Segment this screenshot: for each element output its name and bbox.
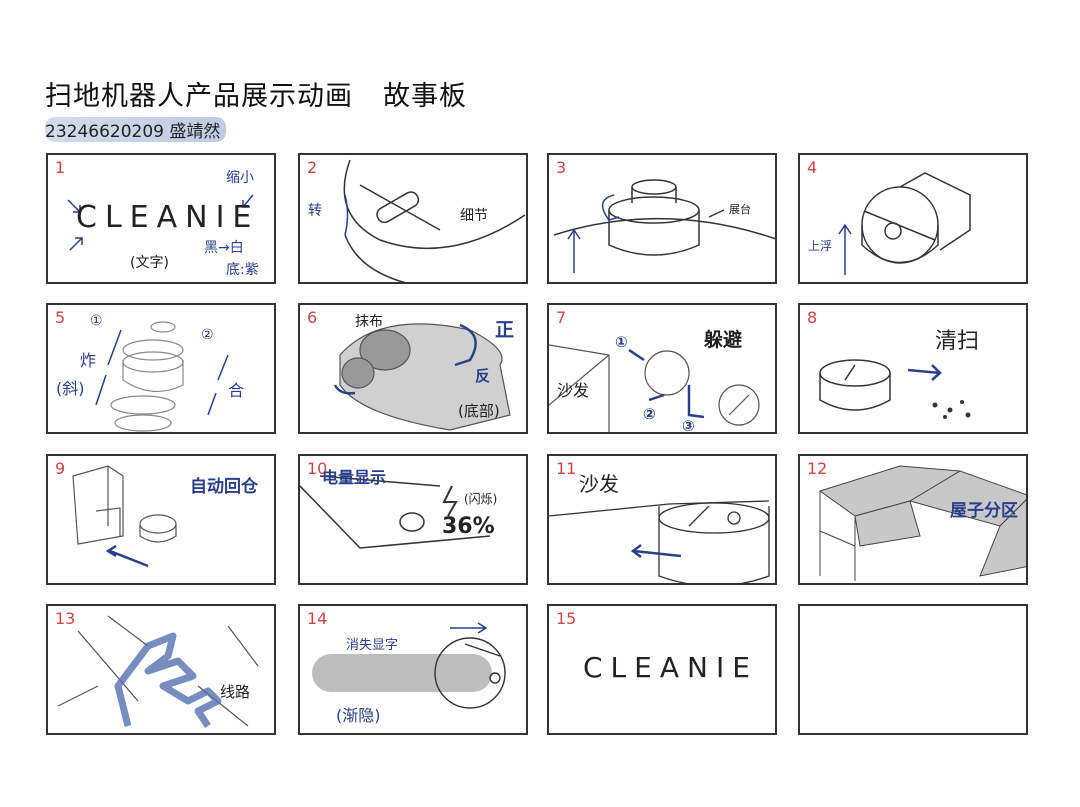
note: 自动回仓 (190, 477, 258, 497)
panel-number: 8 (807, 308, 818, 327)
note: 抹布 (355, 314, 383, 330)
room-zones-sketch (818, 465, 1026, 581)
exploded-view-sketch (95, 321, 229, 432)
note: (闪烁) (464, 492, 498, 506)
panel-number: 12 (807, 459, 828, 478)
note: 细节 (460, 208, 488, 224)
note: 上浮 (808, 239, 833, 253)
note: 屋子分区 (950, 501, 1018, 521)
panel-number: 11 (556, 459, 577, 478)
robot-tilted-sketch (838, 172, 971, 275)
docking-sketch (72, 465, 177, 568)
note: 线路 (220, 683, 251, 701)
panel-number: 4 (807, 158, 818, 177)
panel-number: 3 (556, 158, 567, 177)
note: 转 (308, 203, 322, 219)
panel-number: 14 (307, 609, 328, 628)
title-suffix: 故事板 (383, 81, 467, 112)
battery-display-sketch (300, 475, 491, 549)
note: ③ (682, 417, 695, 434)
storyboard-panel-14: 14 消失显字 (渐隐) (298, 604, 528, 735)
note: 36% (442, 514, 495, 539)
note: 消失显字 (346, 638, 399, 653)
note: (文字) (130, 255, 169, 271)
robot-closeup-sketch (343, 159, 526, 282)
panel-number: 5 (55, 308, 66, 327)
storyboard-panel-9: 9 自动回仓 (46, 454, 276, 585)
storyboard-panel-11: 11 沙发 (547, 454, 777, 585)
note: 清扫 (935, 329, 980, 354)
panel-number: 7 (556, 308, 567, 327)
note: 沙发 (557, 381, 590, 400)
storyboard-panel-6: 6 抹布 正 反 (底部) (298, 303, 528, 434)
storyboard-panel-4: 4 上浮 (798, 153, 1028, 284)
title-text: 扫地机器人产品展示动画 (45, 81, 353, 112)
note: (底部) (458, 402, 500, 420)
arrow-sketch (67, 194, 254, 251)
storyboard-panel-13: 13 线路 (46, 604, 276, 735)
under-sofa-sketch (549, 500, 770, 583)
storyboard-panel-8: 8 清扫 (798, 303, 1028, 434)
note: 炸 (80, 351, 97, 370)
author-line: 23246620209 盛靖然 (45, 117, 227, 142)
fade-out-sketch (312, 622, 506, 709)
note: 底:紫 (226, 262, 259, 278)
storyboard-panel-1: 1 CLEANIE 缩小 (文字) 黑→白 底:紫 (46, 153, 276, 284)
storyboard-panel-7: 7 躲避 沙发 ① ② ③ (547, 303, 777, 434)
logo-text: CLEANIE (583, 651, 758, 684)
note: (渐隐) (336, 706, 381, 725)
note: 正 (495, 319, 515, 341)
panel-number: 13 (55, 609, 76, 628)
cleaning-route-sketch (57, 615, 259, 728)
logo-text: CLEANIE (76, 200, 260, 235)
note: ② (201, 327, 214, 343)
note: 合 (228, 381, 245, 400)
note: 黑→白 (204, 240, 244, 256)
note: 缩小 (226, 170, 254, 186)
storyboard-panel-12: 12 屋子分区 (798, 454, 1028, 585)
robot-bottom-sketch (333, 323, 511, 431)
note: 沙发 (579, 472, 619, 496)
note: 展台 (729, 203, 751, 216)
note: 躲避 (704, 329, 743, 351)
obstacle-avoid-sketch (549, 344, 760, 432)
note: (斜) (56, 379, 85, 398)
panel-number: 9 (55, 459, 66, 478)
note: ① (615, 333, 628, 351)
note: 电量显示 (322, 468, 387, 487)
note: ① (90, 313, 103, 329)
cleaning-sketch (819, 359, 971, 419)
robot-on-stand-sketch (553, 179, 775, 273)
storyboard-panel-5: 5 ① ② 炸 (斜) 合 (46, 303, 276, 434)
panel-number: 6 (307, 308, 318, 327)
panel-number: 10 (307, 459, 328, 478)
storyboard-panel-2: 2 转 细节 (298, 153, 528, 284)
note: ② (643, 405, 656, 423)
storyboard-panel-15: 15 CLEANIE (547, 604, 777, 735)
note: 反 (475, 367, 491, 385)
storyboard-panel-3: 3 展台 (547, 153, 777, 284)
panel-number: 1 (55, 158, 66, 177)
page-title: 扫地机器人产品展示动画故事板 (45, 74, 467, 113)
storyboard-panel-empty (798, 604, 1028, 735)
panel-number: 2 (307, 158, 318, 177)
storyboard-panel-10: 10 电量显示 (闪烁) 36% (298, 454, 528, 585)
panel-number: 15 (556, 609, 577, 628)
